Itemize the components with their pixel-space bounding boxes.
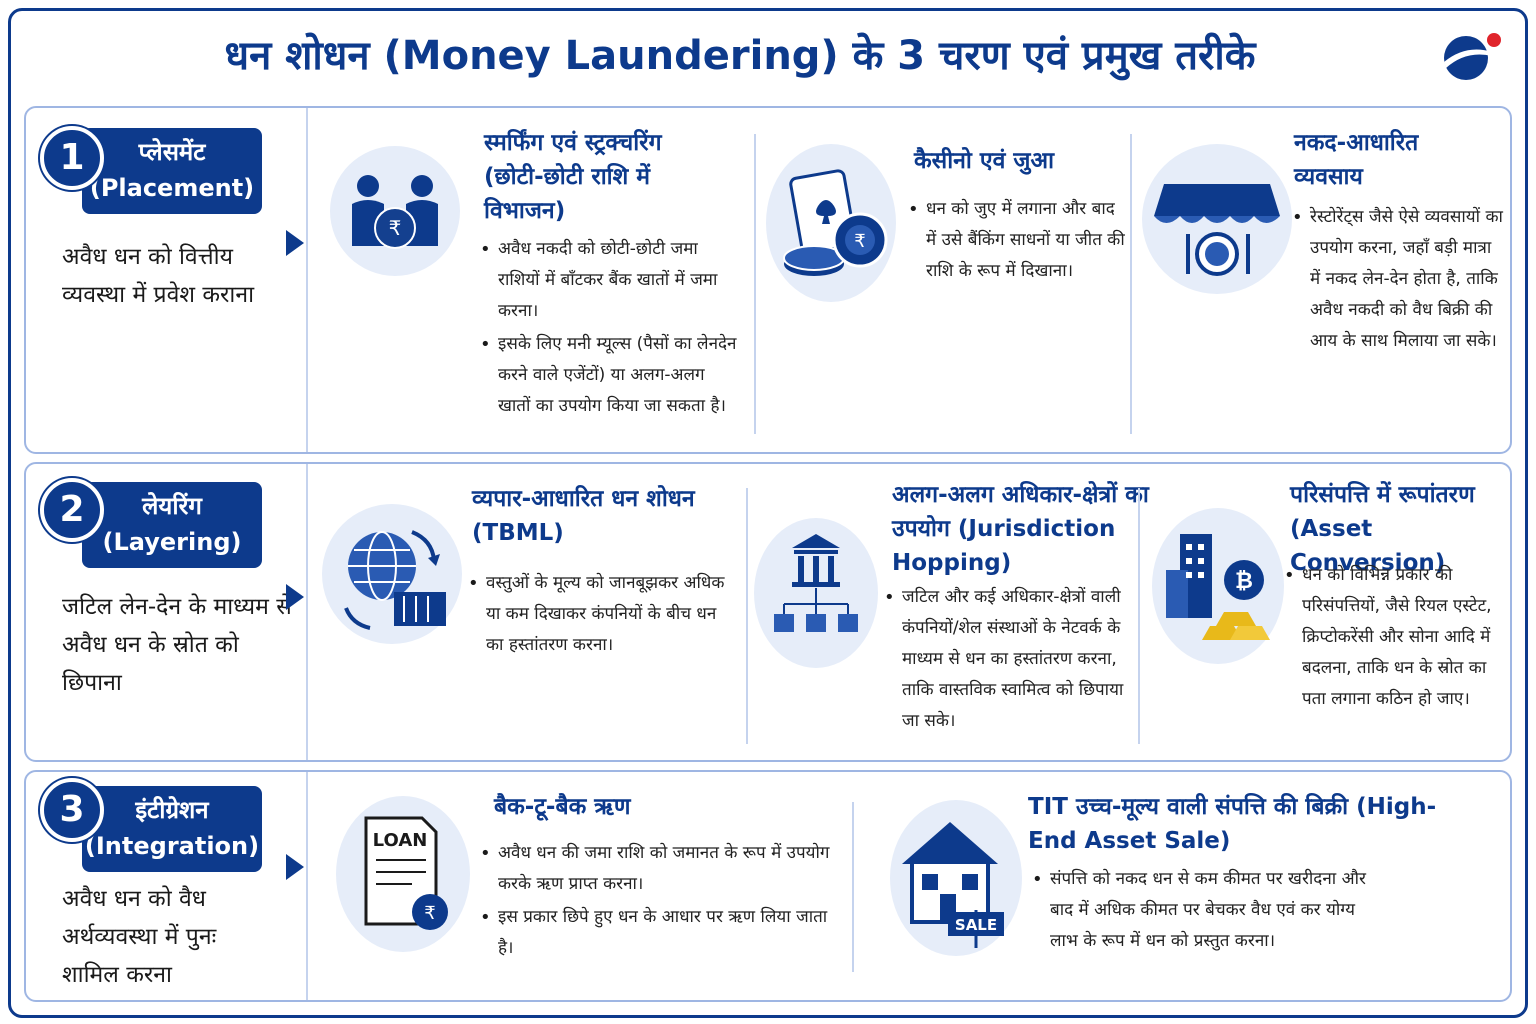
bank-network-icon [754,518,878,668]
method-title: नकद-आधारित व्यवसाय [1294,130,1419,190]
stage-name-english: (Integration) [84,832,260,860]
svg-text:₿: ₿ [1235,569,1253,594]
method-title: व्यपार-आधारित धन शोधन (TBML) [472,486,695,546]
casino-chips-icon: ₹ [766,144,896,302]
stage-name-english: (Placement) [89,174,255,202]
svg-text:₹: ₹ [389,216,402,240]
loan-label: LOAN [373,830,428,851]
list-item: धन को जुए में लगाना और बाद में उसे बैंकि… [906,194,1126,287]
method-title: स्मर्फिंग एवं स्ट्रक्चरिंग (छोटी-छोटी रा… [484,130,662,224]
stage-name-hindi: लेयरिंग [142,492,202,520]
method-points: धन को जुए में लगाना और बाद में उसे बैंकि… [906,194,1126,289]
list-item: धन को विभिन्न प्रकार की परिसंपत्तियों, ज… [1282,560,1504,715]
list-item: अवैध नकदी को छोटी-छोटी जमा राशियों में ब… [478,234,740,327]
building-bitcoin-gold-icon: ₿ [1152,508,1284,664]
svg-text:₹: ₹ [854,231,865,252]
list-item: जटिल और कई अधिकार-क्षेत्रों वाली कंपनियो… [882,582,1144,737]
stage-placement: 1 प्लेसमेंट (Placement) अवैध धन को वित्त… [24,106,1512,454]
stage-layering: 2 लेयरिंग (Layering) जटिल लेन-देन के माध… [24,462,1512,762]
loan-document-icon: LOAN ₹ [336,796,470,952]
arrow-right-icon [286,230,304,256]
list-item: इसके लिए मनी म्यूल्स (पैसों का लेनदेन कर… [478,329,740,422]
stage-summary: 3 इंटीग्रेशन (Integration) अवैध धन को वै… [26,772,308,1000]
stage-number-badge: 1 [40,126,104,190]
method-points: अवैध नकदी को छोटी-छोटी जमा राशियों में ब… [478,234,740,424]
arrow-right-icon [286,584,304,610]
stage-name-label: प्लेसमेंट (Placement) [82,128,262,214]
page-title: धन शोधन (Money Laundering) के 3 चरण एवं … [224,33,1256,79]
method-title: अलग-अलग अधिकार-क्षेत्रों का उपयोग (Juris… [892,482,1149,576]
method-points: अवैध धन की जमा राशि को जमानत के रूप में … [478,838,844,966]
column-divider [754,134,756,434]
method-points: जटिल और कई अधिकार-क्षेत्रों वाली कंपनियो… [882,582,1144,739]
stage-name-hindi: इंटीग्रेशन [135,796,209,824]
brand-logo-icon [1444,33,1501,80]
stage-description: अवैध धन को वैध अर्थव्यवस्था में पुनः शाम… [62,886,217,988]
stage-summary: 1 प्लेसमेंट (Placement) अवैध धन को वित्त… [26,108,308,452]
stage-name-label: लेयरिंग (Layering) [82,482,262,568]
stage-name-hindi: प्लेसमेंट [138,138,206,166]
arrow-right-icon [286,854,304,880]
stage-number-badge: 2 [40,478,104,542]
method-points: धन को विभिन्न प्रकार की परिसंपत्तियों, ज… [1282,560,1504,717]
method-points: वस्तुओं के मूल्य को जानबूझकर अधिक या कम … [466,568,736,663]
house-sale-icon: SALE [890,800,1022,956]
column-divider [852,802,854,972]
stage-number-badge: 3 [40,778,104,842]
svg-text:₹: ₹ [424,903,435,924]
method-title: TIT उच्च-मूल्य वाली संपत्ति की बिक्री (H… [1028,794,1437,854]
infographic-frame [8,8,1528,1018]
method-points: रेस्टोरेंट्स जैसे ऐसे व्यवसायों का उपयोग… [1290,202,1504,359]
stage-summary: 2 लेयरिंग (Layering) जटिल लेन-देन के माध… [26,464,308,760]
list-item: संपत्ति को नकद धन से कम कीमत पर खरीदना औ… [1030,864,1370,957]
method-points: संपत्ति को नकद धन से कम कीमत पर खरीदना औ… [1030,864,1370,959]
globe-container-icon [322,504,462,644]
list-item: अवैध धन की जमा राशि को जमानत के रूप में … [478,838,844,900]
column-divider [1130,134,1132,434]
restaurant-icon [1142,144,1292,294]
stage-integration: 3 इंटीग्रेशन (Integration) अवैध धन को वै… [24,770,1512,1002]
money-bag-exchange-icon: ₹ [330,146,460,276]
stage-description: जटिल लेन-देन के माध्यम से अवैध धन के स्र… [62,594,292,696]
stage-name-english: (Layering) [102,528,242,556]
list-item: इस प्रकार छिपे हुए धन के आधार पर ऋण लिया… [478,902,844,964]
stage-description: अवैध धन को वित्तीय व्यवस्था में प्रवेश क… [62,244,255,308]
list-item: वस्तुओं के मूल्य को जानबूझकर अधिक या कम … [466,568,736,661]
method-title: बैक-टू-बैक ऋण [494,794,631,820]
stage-name-label: इंटीग्रेशन (Integration) [82,786,262,872]
column-divider [1138,488,1140,744]
column-divider [746,488,748,744]
method-title: कैसीनो एवं जुआ [914,148,1054,174]
sale-label: SALE [955,916,997,934]
list-item: रेस्टोरेंट्स जैसे ऐसे व्यवसायों का उपयोग… [1290,202,1504,357]
